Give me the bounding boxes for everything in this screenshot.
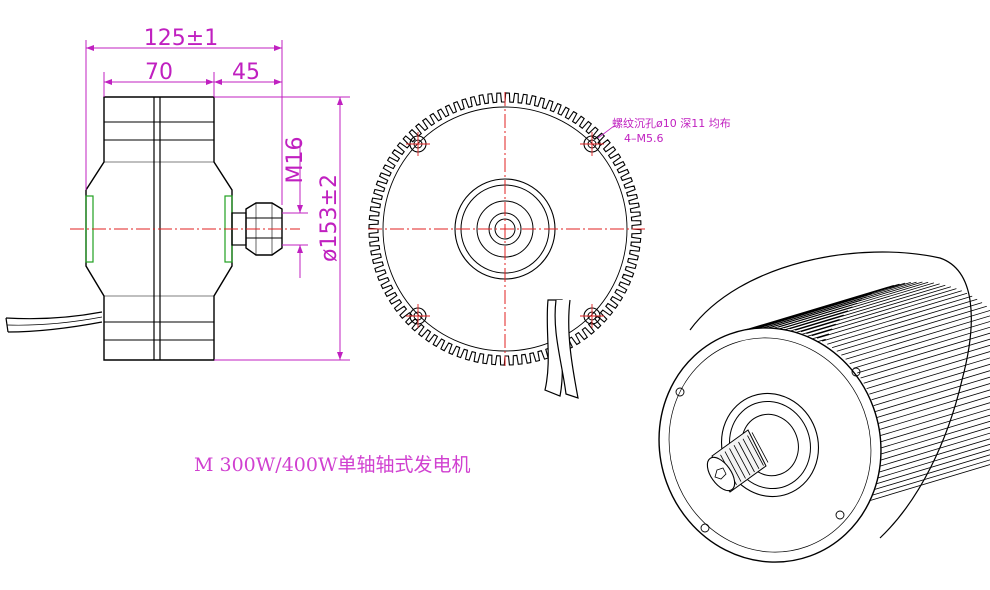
face-hole <box>675 367 861 533</box>
dim-overall-length: 125±1 <box>144 26 218 51</box>
note-leader <box>597 125 615 139</box>
mounting-hole <box>406 132 430 156</box>
hole-note-line1: 螺纹沉孔ø10 深11 均布 <box>612 116 731 130</box>
side-view: 125±1 70 45 M16 ø153±2 <box>5 26 350 361</box>
iso-shaft <box>706 429 769 493</box>
hole-note-line2: 4–M5.6 <box>624 132 663 145</box>
cable <box>5 311 103 333</box>
isometric-render <box>658 251 990 563</box>
dim-diameter: ø153±2 <box>317 174 342 262</box>
back-rim <box>689 251 972 539</box>
mounting-hole <box>406 304 430 328</box>
dim-thread-size: M16 <box>283 137 308 184</box>
side-dimensions <box>85 40 350 361</box>
front-face-rim <box>668 337 872 553</box>
front-face <box>658 327 882 563</box>
drawing-caption: M 300W/400W单轴轴式发电机 <box>194 454 470 476</box>
front-cable <box>544 299 579 399</box>
mounting-hole <box>580 304 604 328</box>
dim-shaft-length: 45 <box>232 60 260 85</box>
dim-body-length: 70 <box>145 60 173 85</box>
front-view: 螺纹沉孔ø10 深11 均布 4–M5.6 <box>368 92 731 399</box>
mounting-hole <box>580 132 604 156</box>
